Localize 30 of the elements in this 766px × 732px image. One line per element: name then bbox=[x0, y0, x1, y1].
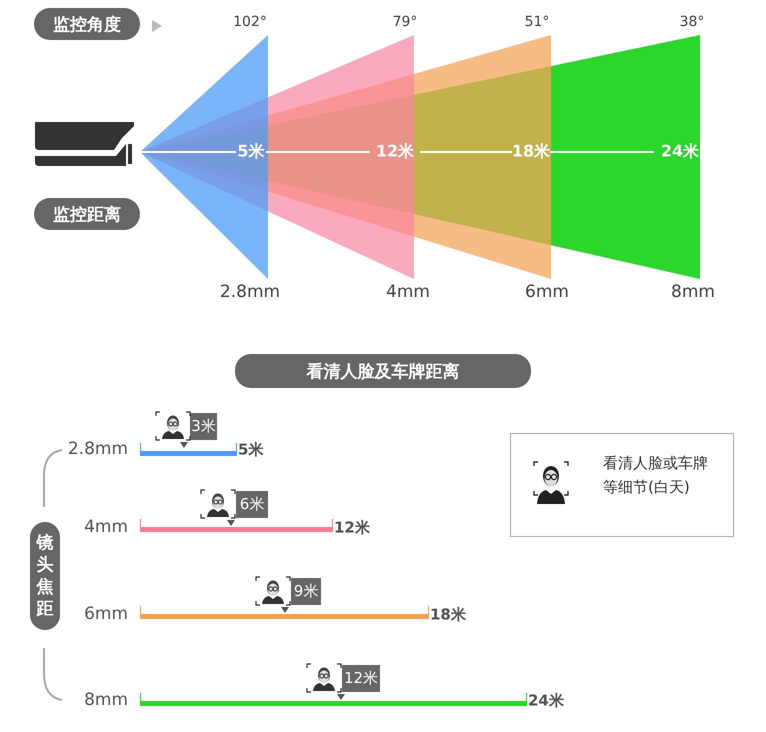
heading-pill: 镜头焦距 bbox=[30, 522, 60, 630]
heading-pill: 监控角度 bbox=[34, 8, 140, 40]
angle-label: 38° bbox=[680, 14, 704, 30]
focal-length-label: 6mm bbox=[525, 282, 569, 302]
focal-length-label: 2.8mm bbox=[68, 439, 128, 459]
distance-label: 18米 bbox=[512, 142, 550, 162]
angle-label: 51° bbox=[524, 14, 550, 30]
distance-tag: 6米 bbox=[236, 491, 268, 518]
distance-tag: 3米 bbox=[190, 413, 217, 440]
distance-tag: 9米 bbox=[291, 578, 321, 605]
legend-text: 看清人脸或车牌等细节(白天) bbox=[603, 453, 709, 498]
distance-label: 18米 bbox=[430, 606, 466, 624]
distance-label: 12米 bbox=[376, 142, 414, 162]
angle-label: 102° bbox=[233, 14, 267, 30]
distance-label: 24米 bbox=[660, 142, 700, 162]
focal-length-label: 4mm bbox=[84, 517, 128, 537]
distance-tag: 12米 bbox=[342, 665, 380, 692]
focal-length-label: 8mm bbox=[671, 282, 715, 302]
focal-length-label: 8mm bbox=[84, 690, 128, 710]
focal-length-label: 2.8mm bbox=[220, 282, 280, 302]
distance-label: 12米 bbox=[334, 518, 370, 538]
angle-label: 79° bbox=[392, 14, 418, 30]
distance-label: 5米 bbox=[237, 142, 265, 162]
heading-pill: 监控距离 bbox=[34, 198, 140, 230]
heading-pill: 看清人脸及车牌距离 bbox=[235, 354, 531, 388]
distance-label: 24米 bbox=[528, 692, 564, 710]
focal-length-label: 6mm bbox=[84, 604, 128, 624]
focal-length-label: 4mm bbox=[386, 282, 430, 302]
legend-card bbox=[510, 433, 734, 537]
distance-label: 5米 bbox=[238, 440, 264, 460]
